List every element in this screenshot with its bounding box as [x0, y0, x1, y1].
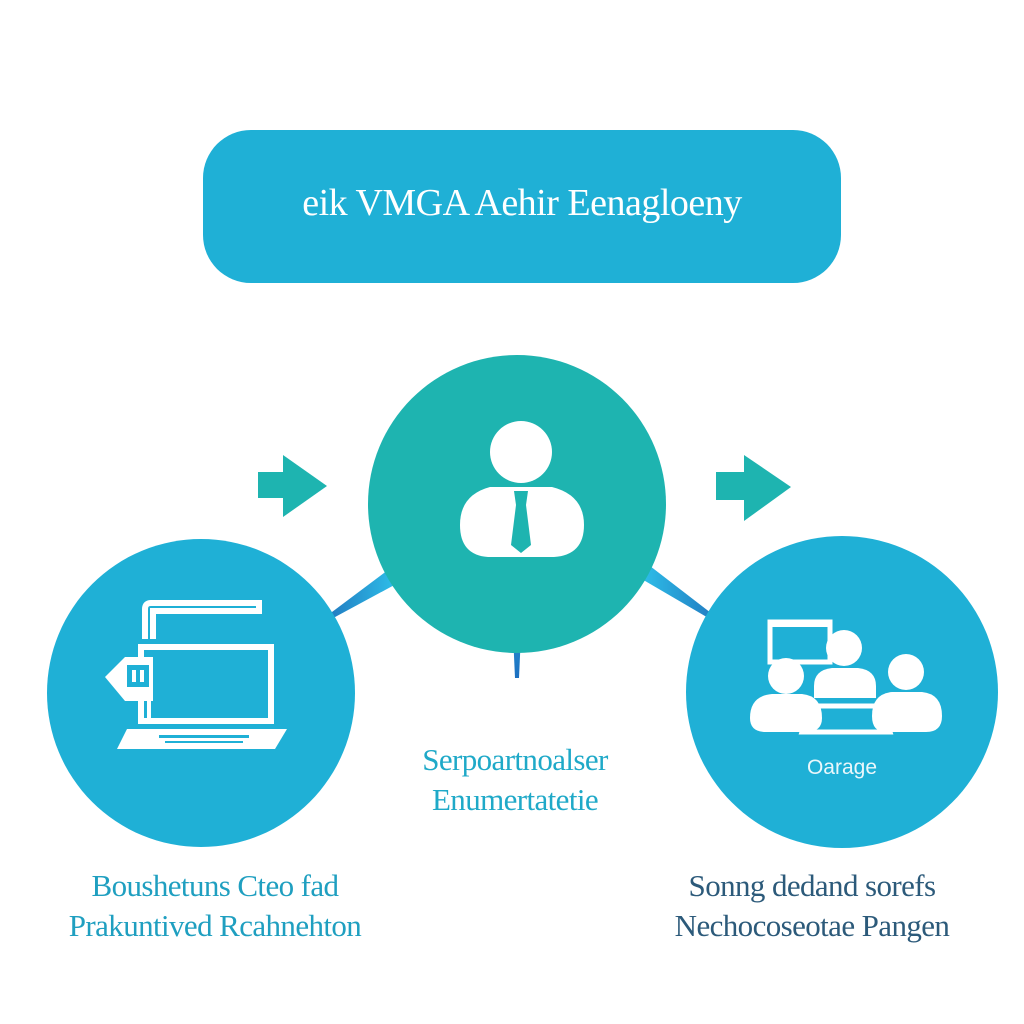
caption-left: Boushetuns Cteo fad Prakuntived Rcahneht…	[0, 866, 430, 946]
arrow-right-icon-right	[716, 455, 791, 521]
banner-title: eik VMGA Aehir Eenagloeny	[302, 181, 742, 224]
title-banner: eik VMGA Aehir Eenagloeny	[203, 130, 841, 283]
laptop-icon	[105, 600, 287, 749]
caption-right-line1: Sonng dedand sorefs	[688, 868, 937, 903]
team-meeting-icon	[750, 619, 942, 735]
caption-right-line2: Nechocoseotae Pangen	[674, 908, 950, 943]
right-node-label: Oarage	[806, 756, 878, 779]
caption-center-line1: Serpoartnoalser	[422, 742, 608, 777]
caption-center: Serpoartnoalser Enumertatetie	[340, 740, 690, 820]
left-node	[47, 539, 355, 847]
center-node	[368, 355, 666, 653]
arrow-right-icon-left	[258, 455, 327, 517]
caption-left-line2: Prakuntived Rcahnehton	[68, 908, 362, 943]
person-icon	[460, 421, 584, 557]
caption-center-line2: Enumertatetie	[431, 782, 599, 817]
caption-left-line1: Boushetuns Cteo fad	[91, 868, 340, 903]
right-node	[686, 536, 998, 848]
caption-right: Sonng dedand sorefs Nechocoseotae Pangen	[600, 866, 1024, 946]
